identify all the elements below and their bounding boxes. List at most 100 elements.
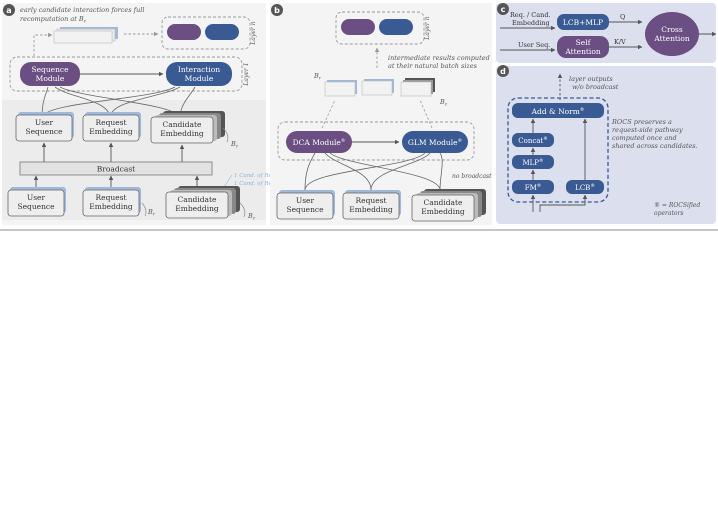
panel-a-broadcast-label: Broadcast xyxy=(97,165,135,174)
panel-d-letter: d xyxy=(500,67,506,76)
panel-b-layer-n-box xyxy=(335,11,425,45)
panel-a-in-user-line1: User xyxy=(27,193,46,202)
panel-c-req-cand-line2: Embedding xyxy=(512,19,550,27)
panel-b-br-sub: r xyxy=(319,77,322,82)
panel-a-note-sub: c xyxy=(84,20,87,25)
svg-text:GLM Module®: GLM Module® xyxy=(408,137,462,147)
svg-text:Bc: Bc xyxy=(439,98,448,108)
panel-a-layer-n-label: Layer n xyxy=(250,21,257,45)
panel-a-bc2-label: B xyxy=(247,212,253,220)
panel-c-self-attn-line2: Attention xyxy=(564,47,601,56)
panel-a-bc-brace-top xyxy=(222,127,229,143)
panel-d-concat-label: Concat xyxy=(518,137,543,145)
panel-a-bc-sub: c xyxy=(236,145,239,150)
panel-c-letter: c xyxy=(501,5,506,14)
panel-a-layer-n-box xyxy=(161,16,251,50)
panel-a-bc-label: B xyxy=(230,140,236,148)
panel-d-layer-out-line2: w/o broadcast xyxy=(572,83,619,91)
panel-b-input-candidate xyxy=(411,189,486,222)
panel-d-layer-out-line1: layer outputs xyxy=(569,75,613,83)
panel-b-in-user-line2: Sequence xyxy=(286,205,324,214)
panel-a-embedding-candidate xyxy=(150,111,225,144)
panel-b-layer-1-box xyxy=(277,121,475,161)
panel-a-layer-n-purple-pill xyxy=(167,24,201,40)
panel-a-in-candidate-line1: Candidate xyxy=(178,195,218,204)
svg-text:recomputation at Bc: recomputation at Bc xyxy=(20,15,87,25)
svg-text:Br: Br xyxy=(147,208,156,218)
panel-b-bc-sub: c xyxy=(445,103,448,108)
panel-a-letter: a xyxy=(6,6,11,15)
panel-a-embedding-request xyxy=(82,112,141,142)
panel-d-add-norm-reg: ® xyxy=(580,106,585,113)
panel-d-lcb xyxy=(566,180,604,194)
svg-text:Concat®: Concat® xyxy=(518,135,548,145)
panel-d-fm xyxy=(512,180,554,194)
panel-b-br-label: B xyxy=(313,72,319,80)
panel-c-cross-attention xyxy=(645,12,699,56)
panel-a-emb-candidate-line2: Embedding xyxy=(160,129,204,138)
panel-a-emb-request-line1: Request xyxy=(95,118,126,127)
panel-c-cross-attn-line2: Attention xyxy=(653,34,690,43)
panel-c-badge xyxy=(497,3,509,15)
panel-d-mlp-reg: ® xyxy=(539,157,544,164)
panel-a-sequence-module xyxy=(20,62,80,86)
panel-a-layer-n-blue-pill xyxy=(205,24,239,40)
panel-d-input-to-lcb-arrow xyxy=(539,194,588,212)
panel-a-recompute-path xyxy=(33,32,53,56)
panel-b-background xyxy=(270,3,492,225)
panel-c-lcb-mlp xyxy=(557,14,609,30)
panel-b: b Layer n intermediate results computed … xyxy=(270,3,492,225)
panel-d-desc-line2: request-side pathway xyxy=(612,126,683,134)
panel-b-intermediate-line2: at their natural batch sizes xyxy=(388,62,478,70)
svg-text:Bc: Bc xyxy=(230,140,239,150)
panel-a-cand-of-req-a: 1 Cand. of Req a xyxy=(234,181,280,187)
panel-a-input-user-sequence xyxy=(7,187,66,217)
panel-a-note-line1: early candidate interaction forces full xyxy=(20,6,144,14)
panel-b-layer-n-purple-pill xyxy=(341,19,375,35)
panel-a-input-request xyxy=(82,187,141,217)
panel-d-badge xyxy=(497,65,509,77)
panel-a-emb-user-line1: User xyxy=(35,118,54,127)
panel-b-badge xyxy=(271,4,283,16)
panel-a-interaction-module-line2: Module xyxy=(185,74,214,83)
panel-c-kv-label: K/V xyxy=(614,38,626,46)
panel-b-intermediate-request xyxy=(361,79,394,96)
panel-b-intermediate-user xyxy=(324,80,357,97)
panel-d-rocs-block xyxy=(507,97,609,203)
panel-a-emb-user-line2: Sequence xyxy=(25,127,63,136)
panel-b-letter: b xyxy=(274,6,280,15)
panel-a-embedding-user-sequence xyxy=(15,112,74,142)
panel-c-self-attn-line1: Self xyxy=(576,38,592,47)
panel-b-dca-module xyxy=(286,131,352,153)
panel-a-note-line2: recomputation at B xyxy=(20,15,84,23)
panel-d: d layer outputs w/o broadcast Add & Norm… xyxy=(496,65,716,224)
panel-d-lcb-reg: ® xyxy=(590,182,595,189)
panel-a-layer-1-label: Layer 1 xyxy=(243,62,250,86)
panel-a-bc-brace-bottom xyxy=(239,202,246,218)
panel-b-glm-reg: ® xyxy=(458,137,463,144)
panel-a-in-candidate-line2: Embedding xyxy=(175,204,219,213)
panel-b-in-user-line1: User xyxy=(296,196,315,205)
svg-text:FM®: FM® xyxy=(525,182,542,192)
panel-a-stacked-intermediate xyxy=(53,27,118,44)
svg-text:Br: Br xyxy=(313,72,322,82)
panel-d-lcb-label: LCB xyxy=(575,184,590,192)
panel-a-sequence-module-line2: Module xyxy=(36,74,65,83)
panel-b-in-candidate-line2: Embedding xyxy=(421,207,465,216)
panel-b-no-broadcast: no broadcast xyxy=(452,173,492,180)
svg-text:MLP®: MLP® xyxy=(522,157,543,167)
panel-b-in-request-line1: Request xyxy=(355,196,386,205)
panel-a-cand-of-req-b: 1 Cand. of Req b xyxy=(234,173,281,179)
panel-b-input-user-sequence xyxy=(276,190,335,220)
panel-b-in-request-line2: Embedding xyxy=(349,205,393,214)
panel-c-cross-attn-line1: Cross xyxy=(661,25,683,34)
panel-a-in-request-line1: Request xyxy=(95,193,126,202)
panel-a-emb-candidate-line1: Candidate xyxy=(163,120,203,129)
panel-d-desc-line4: shared across candidates. xyxy=(612,142,698,150)
panel-d-mlp xyxy=(512,155,554,169)
panel-b-dca-reg: ® xyxy=(341,137,346,144)
panel-c-user-seq: User Seq. xyxy=(518,41,550,49)
panel-b-input-request xyxy=(342,190,401,220)
panel-b-glm-up-line xyxy=(419,99,433,129)
